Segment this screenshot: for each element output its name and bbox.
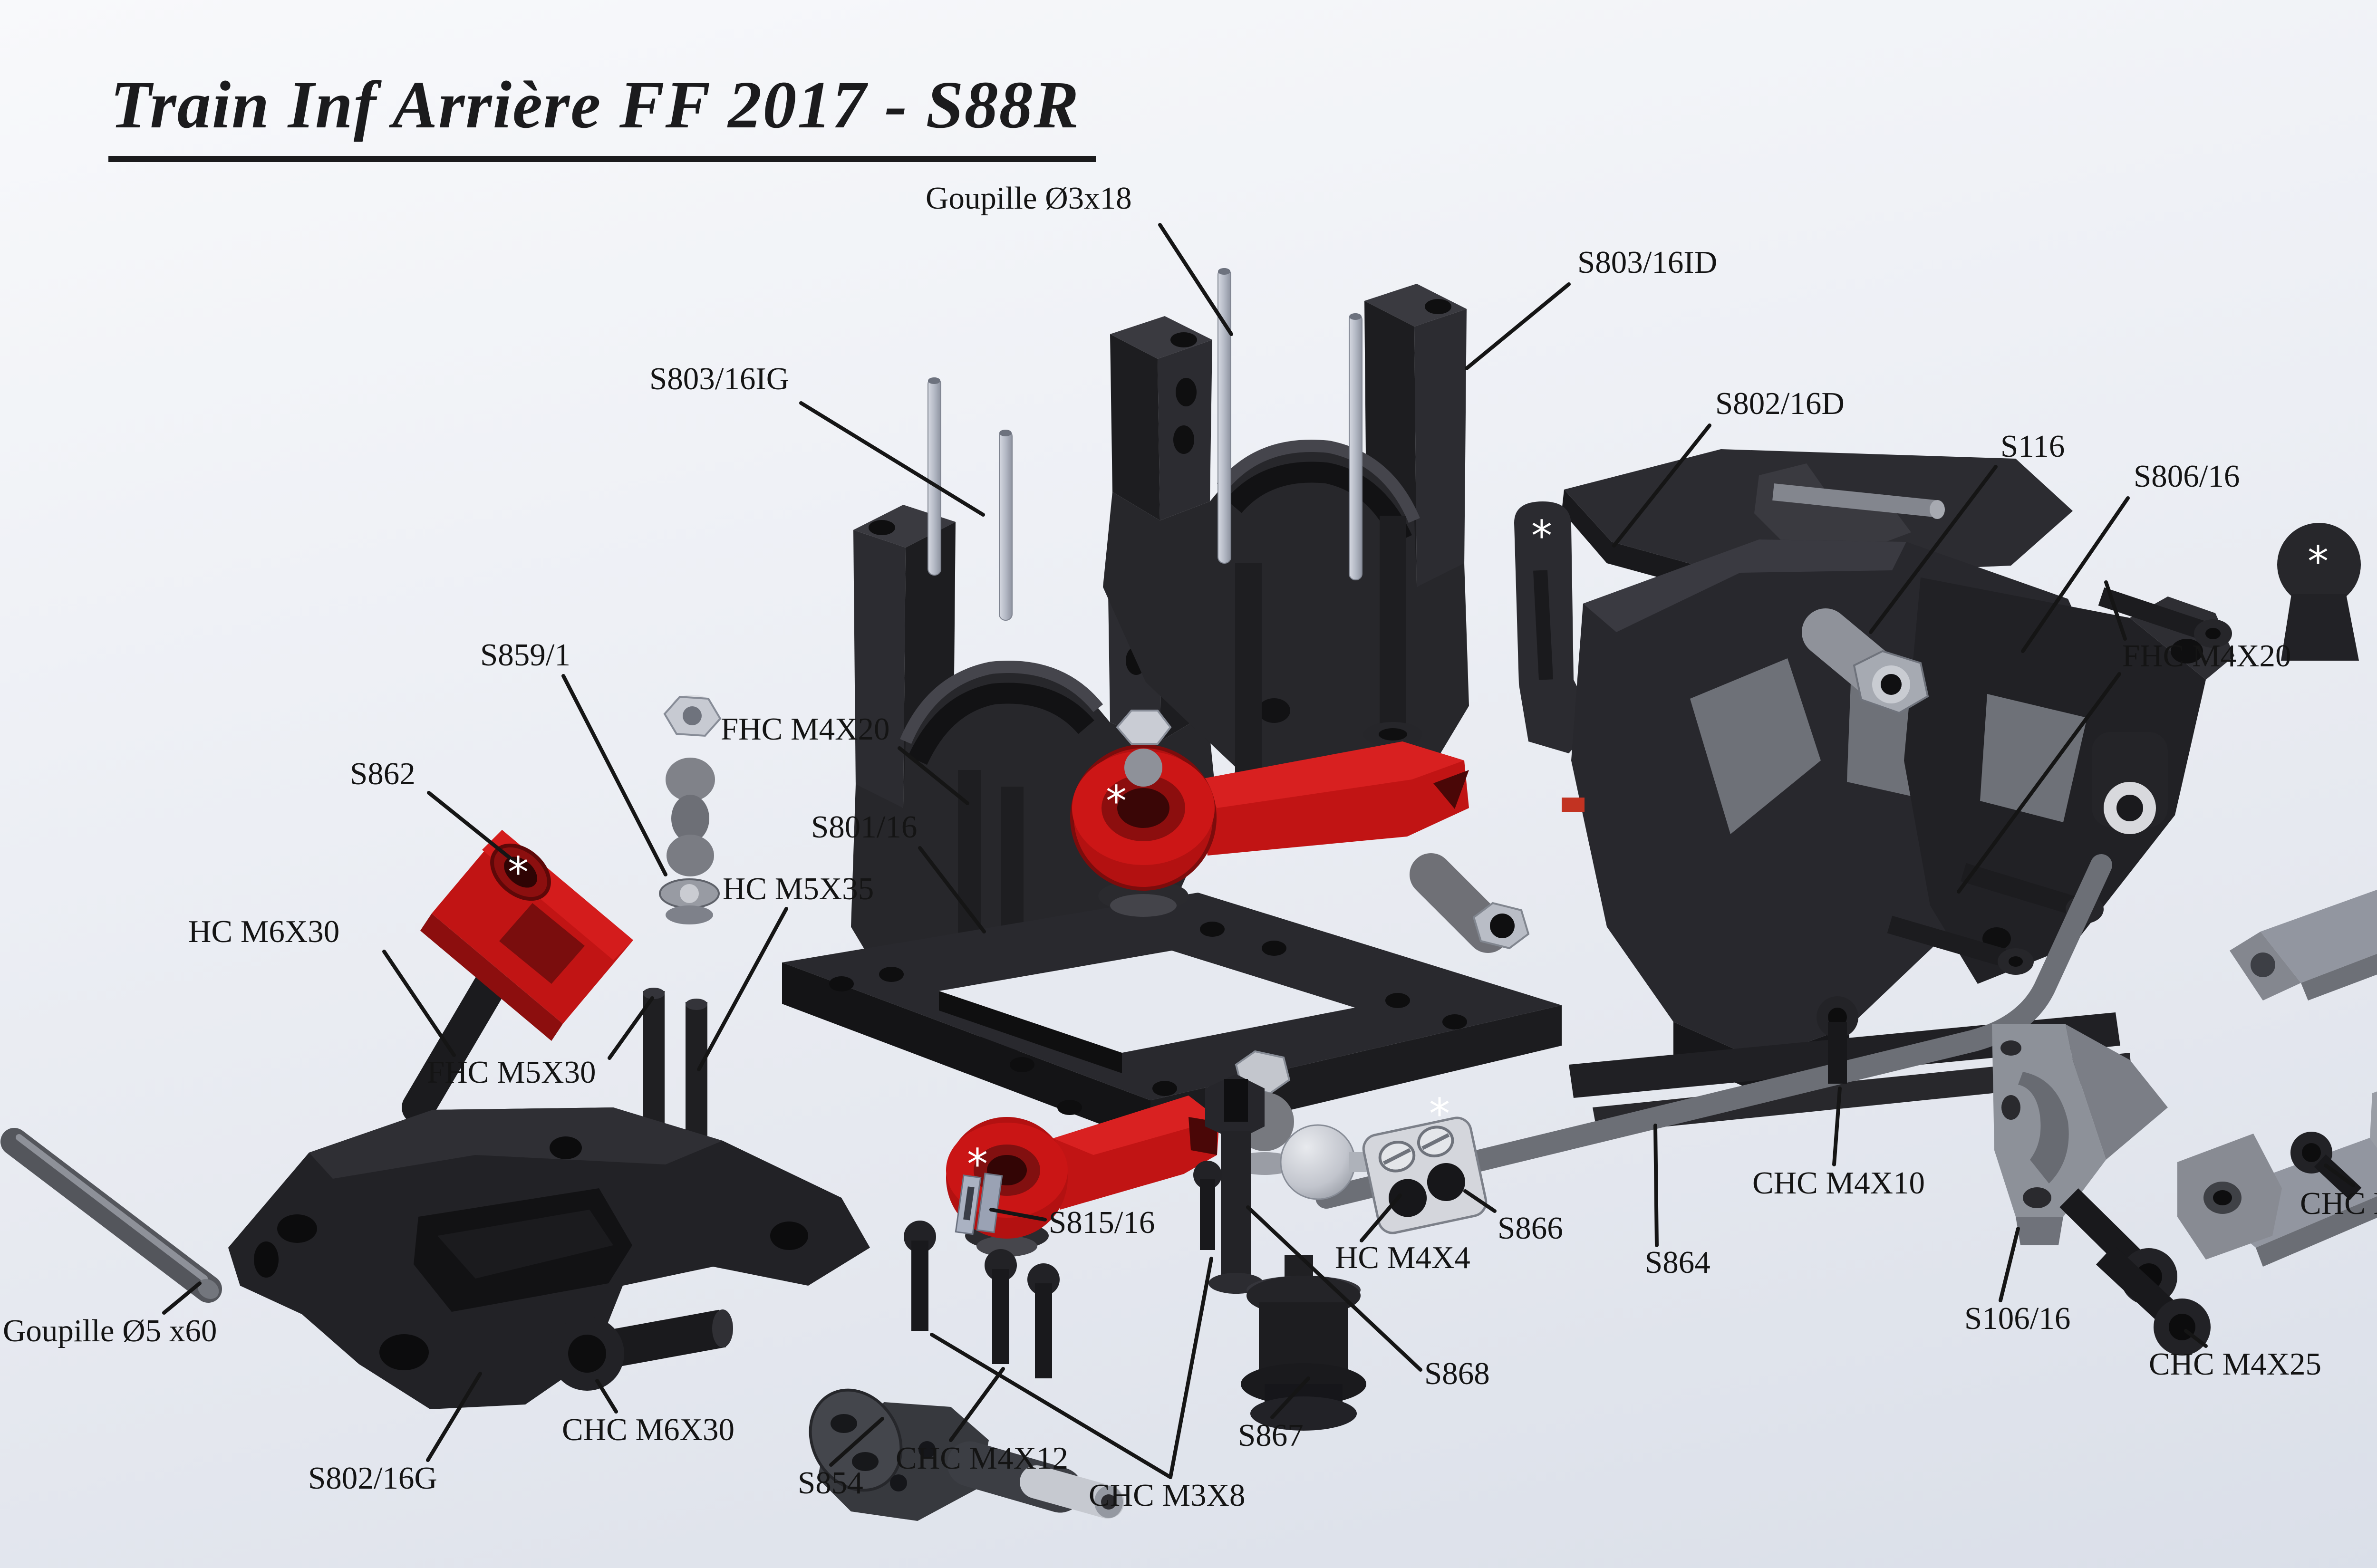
leader-s803-16ig (799, 401, 985, 517)
label-s867: S867 (1238, 1418, 1304, 1453)
leader-s802-16d (1612, 423, 1711, 548)
leader-chc-m6x30 (595, 1379, 618, 1414)
leader-chc-m3x8 (930, 1333, 1172, 1479)
leader-s854 (829, 1417, 884, 1467)
leader-s866 (1463, 1189, 1497, 1213)
part-chc-small-screws (904, 1161, 1222, 1378)
part-s815-16 (955, 1173, 1003, 1235)
leader-s106-16 (1999, 1227, 2020, 1302)
leader-goupille-o3x18 (1158, 223, 1233, 336)
label-s866: S866 (1498, 1211, 1563, 1246)
label-fhc-m4x20-mid: FHC M4X20 (721, 712, 890, 747)
label-s806-16: S806/16 (2134, 459, 2240, 494)
asterisk-marker-3: * (1531, 511, 1552, 560)
label-hc-m6x30: HC M6X30 (188, 914, 340, 949)
label-s854: S854 (798, 1465, 863, 1501)
asterisk-marker-2: * (967, 1140, 988, 1189)
label-s803-16id: S803/16ID (1577, 245, 1718, 280)
part-fhc-m4x20-screws (944, 516, 1422, 1005)
asterisk-marker-0: * (1106, 777, 1127, 826)
leader-fhc-m4x20-right (1957, 672, 2121, 894)
leader-s806-16 (2021, 496, 2130, 653)
leader-s803-16id (1465, 282, 1571, 370)
label-s864: S864 (1645, 1245, 1710, 1280)
label-chc-m3x8: CHC M3X8 (1089, 1478, 1246, 1513)
label-chc-m4x10: CHC M4X10 (1752, 1165, 1925, 1201)
label-s801-16: S801/16 (811, 809, 918, 845)
leader-hc-m6x30 (382, 950, 456, 1057)
leader-s801-16 (918, 846, 986, 933)
leader-hc-m5x35 (697, 907, 788, 1071)
label-goupille-o3x18: Goupille Ø3x18 (926, 181, 1132, 216)
part-s801-16 (782, 893, 1562, 1143)
asterisk-marker-5: * (2308, 537, 2329, 586)
label-s803-16ig: S803/16IG (649, 361, 790, 396)
part-s862 (402, 830, 633, 1124)
label-hc-m4x4: HC M4X4 (1335, 1240, 1470, 1275)
leader-s116 (1869, 465, 1998, 634)
part-gray-arm-upper (2230, 889, 2377, 1000)
leader-chc-m4x25 (2184, 1329, 2208, 1348)
label-s802-16d: S802/16D (1715, 386, 1845, 421)
label-chc-m4x12: CHC M4X12 (896, 1441, 1068, 1476)
leader-chc-m3x8 (1169, 1257, 1213, 1479)
label-hc-m5x35: HC M5X35 (723, 871, 874, 906)
label-s802-16g: S802/16G (308, 1461, 437, 1496)
leader-s868 (1246, 1205, 1422, 1372)
label-chc-m6x30: CHC M6X30 (562, 1412, 734, 1447)
label-goupille-o5x60: Goupille Ø5 x60 (3, 1313, 217, 1348)
leader-fhc-m5x30 (608, 996, 654, 1060)
part-chc-m6x30 (550, 1309, 733, 1391)
leader-s864 (1653, 1124, 1659, 1247)
part-chc-m4x25 (2059, 1188, 2211, 1356)
leader-s862 (427, 791, 518, 865)
label-s868: S868 (1424, 1356, 1490, 1391)
leader-s802-16g (426, 1372, 482, 1462)
leader-fhc-m4x20-right (2104, 580, 2127, 641)
part-red-arm-upper (1070, 710, 1530, 953)
label-s116: S116 (2000, 429, 2065, 464)
leader-hc-m4x4 (1360, 1193, 1402, 1242)
leader-s867 (1270, 1376, 1310, 1419)
label-fhc-m4x20-right: FHC M4X20 (2122, 638, 2291, 673)
label-chc-m3x8-right: CHC M3X8 (2300, 1186, 2377, 1221)
part-s854 (809, 1388, 1124, 1521)
part-s116 (1802, 608, 1929, 714)
label-s815-16: S815/16 (1049, 1205, 1155, 1240)
label-s862: S862 (350, 756, 415, 791)
page-title: Train Inf Arrière FF 2017 - S88R (108, 66, 1096, 162)
label-fhc-m5x30: FHC M5X30 (427, 1055, 596, 1090)
part-s864 (1315, 732, 2168, 1209)
part-s859-1 (659, 695, 722, 924)
part-knuckle (2277, 523, 2361, 661)
leader-chc-m3x8-right (2324, 1164, 2355, 1187)
leader-chc-m4x10 (1832, 1087, 1842, 1166)
part-s106-16 (1992, 1024, 2168, 1245)
label-s859-1: S859/1 (480, 637, 570, 673)
part-s802-16g (228, 1107, 870, 1409)
label-chc-m4x25: CHC M4X25 (2149, 1347, 2321, 1382)
leader-fhc-m4x20-mid (898, 746, 969, 805)
part-chc-m4x10 (1817, 996, 1858, 1084)
part-goupille-5x60 (0, 1128, 222, 1303)
asterisk-marker-1: * (508, 848, 529, 897)
asterisk-marker-4: * (1429, 1089, 1450, 1138)
label-s106-16: S106/16 (1964, 1301, 2071, 1336)
leader-goupille-o5x60 (162, 1281, 202, 1315)
leader-chc-m4x12 (949, 1367, 1005, 1442)
part-goupille-3x18-pins (928, 268, 1362, 621)
leader-s815-16 (989, 1208, 1047, 1222)
leader-s859-1 (561, 674, 667, 876)
